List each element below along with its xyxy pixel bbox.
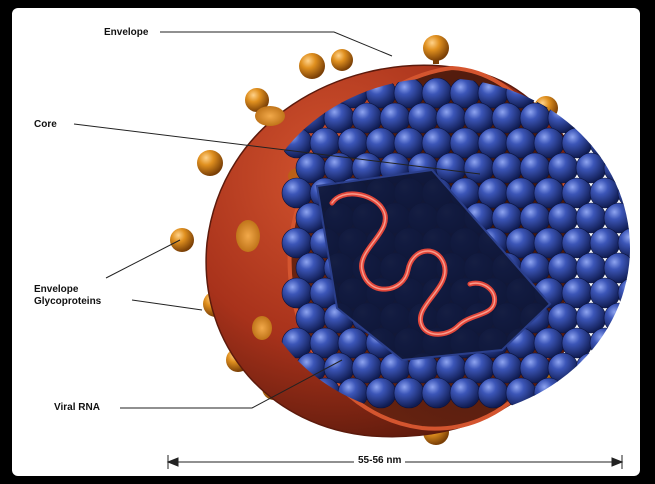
envelope-leader <box>160 32 392 56</box>
capsid-sphere <box>604 303 634 333</box>
label-envelope: Envelope <box>104 27 148 39</box>
capsid-sphere <box>478 378 508 408</box>
capsid-sphere <box>394 378 424 408</box>
capsid-sphere <box>422 378 452 408</box>
virion-figure: Envelope Core Envelope Glycoproteins Vir… <box>12 8 640 476</box>
label-envelope-glycoproteins: Envelope Glycoproteins <box>34 284 101 308</box>
capsid-sphere <box>604 103 634 133</box>
capsid-sphere <box>618 378 640 408</box>
glycoprotein-leader-2 <box>132 300 202 310</box>
capsid-sphere <box>562 78 592 108</box>
capsid-sphere <box>450 378 480 408</box>
glycoprotein-leader-1 <box>106 240 180 278</box>
capsid-sphere <box>618 78 640 108</box>
capsid-sphere <box>618 128 640 158</box>
label-core: Core <box>34 119 57 131</box>
capsid-sphere <box>604 353 634 383</box>
capsid-sphere <box>618 328 640 358</box>
capsid-sphere <box>366 378 396 408</box>
virus-illustration <box>12 8 640 476</box>
capsid-sphere <box>562 378 592 408</box>
label-scale: 55-56 nm <box>354 455 405 467</box>
capsid-sphere <box>506 378 536 408</box>
label-viral-rna: Viral RNA <box>54 402 100 414</box>
capsid-sphere <box>590 378 620 408</box>
capsid-sphere <box>590 78 620 108</box>
capsid-sphere <box>576 103 606 133</box>
capsid-sphere <box>534 378 564 408</box>
capsid-sphere <box>576 353 606 383</box>
capsid-sphere <box>590 328 620 358</box>
